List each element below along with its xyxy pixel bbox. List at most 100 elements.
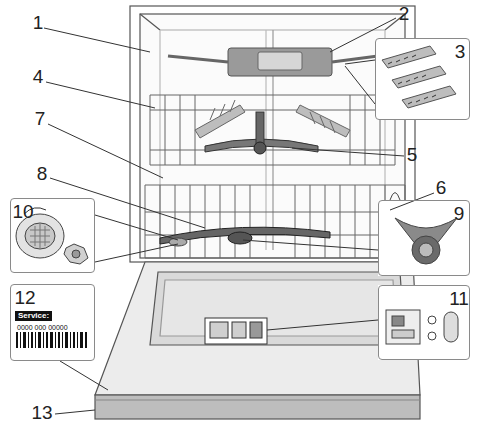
callout-number: 2: [399, 4, 410, 23]
callout-number: 6: [436, 178, 447, 197]
leader-lines-part: [390, 193, 434, 210]
callout-number: 10: [12, 202, 33, 221]
callout-number: 3: [455, 42, 466, 61]
barcode: [16, 332, 87, 348]
callout-number: 5: [407, 145, 418, 164]
cabinet: [130, 6, 415, 262]
barcode-part: [31, 332, 33, 348]
cabinet-part: [140, 14, 160, 30]
lower-spray-arm-part: [228, 232, 252, 244]
leader-lines-part: [243, 240, 378, 250]
leader-lines-part: [50, 178, 205, 228]
detergent-dispenser-part: [232, 322, 246, 338]
control-panel-drawing-part: [428, 332, 436, 340]
door-part: [95, 399, 420, 400]
door-part: [95, 395, 420, 419]
cabinet-part: [140, 14, 405, 258]
barcode-part: [46, 332, 48, 348]
control-panel-drawing-part: [392, 330, 414, 338]
inset-box: 3: [375, 38, 470, 120]
inset-box: 10: [10, 198, 95, 273]
lower-spray-arm: [160, 227, 330, 246]
detergent-dispenser-part: [250, 322, 262, 338]
leader-lines-part: [95, 215, 178, 240]
barcode-part: [70, 332, 71, 348]
filter-drawing-part: [72, 250, 80, 258]
control-panel-drawing-part: [428, 316, 436, 324]
inset-backgrounds-part: [10, 198, 95, 273]
leader-lines-part: [55, 410, 95, 414]
barcode-part: [55, 332, 56, 348]
inset-backgrounds: [10, 38, 470, 361]
callout-number: 4: [33, 67, 44, 86]
door-part: [150, 272, 405, 345]
barcode-part: [43, 332, 44, 348]
filter-drawing-part: [30, 224, 50, 248]
callout-number: 8: [37, 164, 48, 183]
detergent-dispenser-part: [210, 322, 228, 338]
inset-backgrounds-part: [378, 200, 470, 276]
upper-basket-part: [210, 100, 335, 133]
inset-box: 9: [378, 200, 470, 276]
barcode-part: [80, 332, 83, 348]
control-panel-drawing-part: [444, 312, 458, 342]
door-part: [160, 280, 396, 336]
door-part: [95, 262, 420, 395]
leader-lines-part: [267, 320, 378, 330]
leader-lines-part: [330, 18, 396, 52]
barcode-part: [77, 332, 78, 348]
door: [95, 262, 420, 419]
upper-basket-part: [296, 105, 350, 137]
barcode-part: [85, 332, 87, 348]
lower-basket-part: [390, 193, 400, 201]
service-heading: Service:: [15, 311, 52, 321]
salt-cap-drawing: [395, 218, 457, 264]
upper-basket-part: [195, 105, 245, 138]
control-panel-drawing-part: [386, 310, 420, 344]
filter-drawing-part: [64, 244, 88, 264]
leader-lines-part: [46, 82, 155, 108]
leader-lines-part: [292, 148, 404, 156]
leader-lines-part: [44, 28, 150, 52]
barcode-part: [23, 332, 26, 348]
inset-backgrounds-part: [378, 285, 470, 360]
barcode-part: [50, 332, 53, 348]
leader-lines-part: [95, 244, 178, 262]
callout-number: 1: [33, 13, 44, 32]
top-shelf-part: [258, 52, 302, 70]
barcode-part: [16, 332, 18, 348]
top-shelf-part: [228, 48, 332, 76]
leader-lines-part: [345, 66, 375, 104]
barcode-part: [58, 332, 60, 348]
salt-cap-drawing-part: [419, 243, 433, 257]
salt-cap-drawing-part: [412, 236, 440, 264]
leader-lines-part: [345, 60, 375, 64]
cabinet-part: [130, 6, 415, 262]
top-shelf: [168, 48, 378, 76]
control-panel-drawing: [386, 310, 458, 344]
inset-box: 12Service:0000 000 00000: [10, 284, 95, 361]
barcode-part: [28, 332, 29, 348]
filter-drawing-part: [16, 214, 64, 258]
lower-basket-part: [160, 185, 385, 258]
barcode-part: [62, 332, 63, 348]
callout-number: 13: [31, 403, 52, 422]
leader-lines-part: [60, 361, 108, 390]
barcode-part: [38, 332, 41, 348]
barcode-part: [65, 332, 68, 348]
callout-number: 12: [14, 288, 35, 307]
leader-lines-part: [48, 124, 163, 178]
control-panel-drawing-part: [392, 316, 404, 326]
cutlery-racks-part: [402, 86, 456, 108]
upper-basket-part: [165, 95, 380, 165]
callout-number: 7: [35, 109, 46, 128]
top-shelf-part: [332, 56, 378, 62]
cutlery-racks-part: [388, 55, 436, 104]
cutlery-racks: [382, 46, 456, 108]
barcode-part: [73, 332, 75, 348]
cutlery-racks-part: [392, 66, 446, 88]
lower-spray-arm-part: [169, 238, 187, 246]
detergent-dispenser-part: [205, 318, 267, 344]
